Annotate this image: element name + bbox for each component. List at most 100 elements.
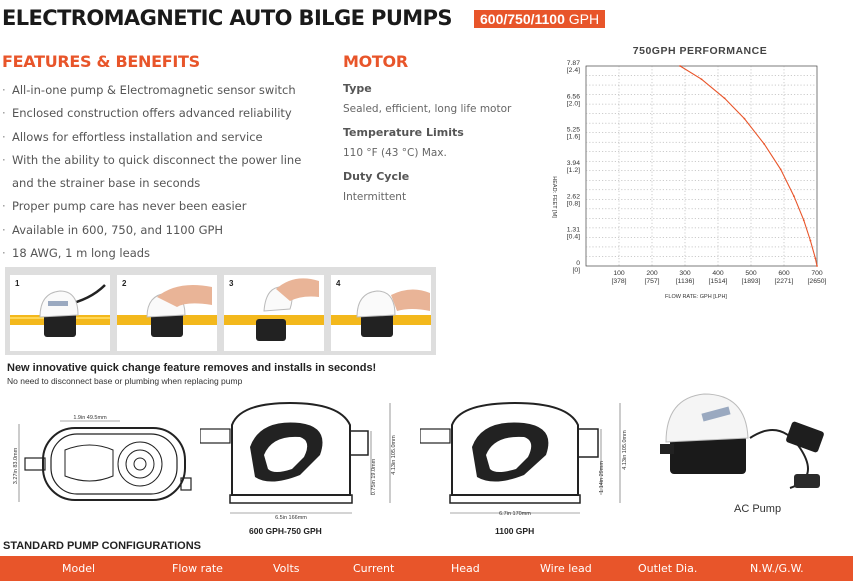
ac-pump-photo	[660, 378, 850, 503]
pump-photo-icon	[10, 284, 110, 337]
side-view-600-750-drawing: 6.5in 166mm 0.75in 19.0mm 4.13in 105.0mm	[199, 395, 405, 530]
duty-cycle-value: Intermittent	[343, 191, 407, 203]
chart-y-tick-sublabel: [0.4]	[567, 234, 580, 241]
column-header-outlet-dia: Outlet Dia.	[638, 562, 698, 575]
pump-top-view-icon: 1.9in 49.5mm 3.27in 83.0mm	[13, 415, 192, 502]
chart-y-tick-label: 7.87	[567, 60, 580, 67]
chart-x-tick-sublabel: [2650]	[808, 278, 827, 285]
bullet-icon: ·	[2, 152, 6, 167]
chart-data-point	[723, 97, 726, 100]
install-photo-step-3: 3	[224, 275, 324, 351]
performance-chart-svg: 750GPH PERFORMANCE 0[0]1.31[0.4]2.62[0.8…	[551, 45, 827, 300]
install-photo-step-2: 2	[117, 275, 217, 351]
duty-cycle-label: Duty Cycle	[343, 170, 410, 183]
length-dimension: 6.7in 170mm	[499, 511, 531, 517]
outlet-dimension: 0.75in 19.0mm	[371, 458, 377, 495]
feature-item: ·With the ability to quick disconnect th…	[2, 152, 302, 167]
ac-pump-label: AC Pump	[734, 503, 782, 515]
gph-badge-unit: GPH	[564, 11, 600, 27]
temperature-label: Temperature Limits	[343, 126, 464, 139]
performance-curve	[679, 65, 818, 267]
gph-badge: 600/750/1100 GPH	[474, 10, 606, 28]
performance-chart: 750GPH PERFORMANCE 0[0]1.31[0.4]2.62[0.8…	[540, 40, 853, 305]
bullet-icon: ·	[2, 199, 6, 214]
column-header-head: Head	[451, 562, 480, 575]
install-photo-step-4: 4	[331, 275, 431, 351]
column-header-volts: Volts	[273, 562, 300, 575]
caption-1100: 1100 GPH	[495, 526, 535, 536]
gph-badge-models: 600/750/1100	[480, 11, 565, 27]
chart-y-tick-label: 2.62	[567, 193, 580, 200]
pump-photo-install-icon	[331, 289, 431, 337]
chart-data-point	[809, 239, 812, 242]
chart-y-tick-label: 5.25	[567, 127, 580, 134]
features-list: ·All-in-one pump & Electromagnetic senso…	[2, 82, 332, 268]
column-header-weight: N.W./G.W.	[750, 562, 804, 575]
step-number: 4	[336, 279, 341, 288]
standard-configurations-heading: STANDARD PUMP CONFIGURATIONS	[3, 540, 201, 552]
chart-x-tick-label: 500	[745, 270, 757, 277]
installation-photo-strip: 1 2 3 4	[5, 267, 436, 355]
feature-item: ·18 AWG, 1 m long leads	[2, 246, 151, 261]
chart-data-point	[700, 78, 703, 81]
page-title: ELECTROMAGNETIC AUTO BILGE PUMPS	[2, 6, 453, 30]
chart-x-tick-sublabel: [1136]	[676, 278, 695, 285]
outlet-dimension: 1.14in 29mm	[599, 461, 605, 493]
step-number: 2	[122, 279, 127, 288]
install-photo-step-1: 1	[10, 275, 110, 351]
pump-side-view-1100-icon: 6.7in 170mm 1.14in 29mm 4.13in 105.0mm	[419, 401, 628, 517]
feature-item: ·All-in-one pump & Electromagnetic senso…	[2, 83, 296, 97]
column-header-flow-rate: Flow rate	[172, 562, 223, 575]
chart-plot-frame	[585, 65, 818, 267]
feature-item: ·Allows for effortless installation and …	[2, 129, 263, 144]
side-view-1100-drawing: 6.7in 170mm 1.14in 29mm 4.13in 105.0mm	[419, 395, 635, 530]
length-dimension: 6.5in 166mm	[275, 515, 307, 521]
chart-x-tick-label: 100	[613, 270, 625, 277]
chart-data-point	[779, 168, 782, 171]
chart-x-tick-sublabel: [1893]	[742, 278, 761, 285]
chart-y-tick-sublabel: [0.8]	[567, 200, 580, 207]
feature-item: ·Proper pump care has never been easier	[2, 199, 247, 214]
motor-heading: MOTOR	[343, 52, 408, 71]
chart-data-point	[793, 195, 795, 198]
top-height-dimension: 3.27in 83.0mm	[13, 447, 19, 484]
chart-y-tick-label: 3.94	[567, 160, 580, 167]
chart-x-tick-label: 600	[778, 270, 790, 277]
chart-y-tick-sublabel: [1.6]	[567, 134, 580, 141]
bullet-icon: ·	[2, 246, 6, 261]
chart-data-point	[743, 117, 746, 120]
chart-x-tick-sublabel: [2271]	[775, 278, 794, 285]
top-view-drawing: 1.9in 49.5mm 3.27in 83.0mm	[5, 410, 195, 505]
feature-item: and the strainer base in seconds	[12, 176, 201, 191]
chart-data-point	[763, 143, 766, 145]
chart-title: 750GPH PERFORMANCE	[633, 45, 767, 57]
temperature-value: 110 °F (43 °C) Max.	[343, 147, 447, 159]
pump-photo-hand-icon	[117, 284, 217, 337]
motor-specs: Type Sealed, efficient, long life motor …	[343, 80, 533, 212]
height-dimension: 4.13in 105.0mm	[391, 435, 397, 475]
bullet-icon: ·	[2, 106, 6, 121]
chart-y-tick-label: 0	[576, 260, 580, 267]
chart-x-tick-sublabel: [757]	[644, 278, 659, 285]
quick-change-subtext: No need to disconnect base or plumbing w…	[7, 376, 243, 386]
pump-side-view-icon: 6.5in 166mm 0.75in 19.0mm 4.13in 105.0mm	[199, 401, 397, 521]
chart-data-point	[679, 65, 681, 67]
column-header-current: Current	[353, 562, 395, 575]
motor-type-value: Sealed, efficient, long life motor	[343, 103, 512, 115]
bullet-icon: ·	[2, 129, 6, 144]
chart-x-tick-label: 300	[679, 270, 691, 277]
column-header-model: Model	[62, 562, 96, 575]
chart-data-point	[816, 265, 818, 267]
chart-x-tick-label: 200	[646, 270, 658, 277]
chart-y-tick-label: 6.56	[567, 93, 580, 100]
bullet-icon: ·	[2, 83, 6, 97]
step-number: 1	[15, 279, 20, 288]
ac-pump-icon	[660, 393, 824, 489]
features-heading: FEATURES & BENEFITS	[2, 52, 200, 71]
bullet-icon: ·	[2, 222, 6, 237]
pump-photo-removal-icon	[224, 278, 324, 341]
motor-type-label: Type	[343, 82, 372, 95]
quick-change-heading: New innovative quick change feature remo…	[7, 362, 377, 374]
chart-y-tick-sublabel: [2.0]	[567, 100, 580, 107]
chart-x-tick-label: 700	[811, 270, 823, 277]
